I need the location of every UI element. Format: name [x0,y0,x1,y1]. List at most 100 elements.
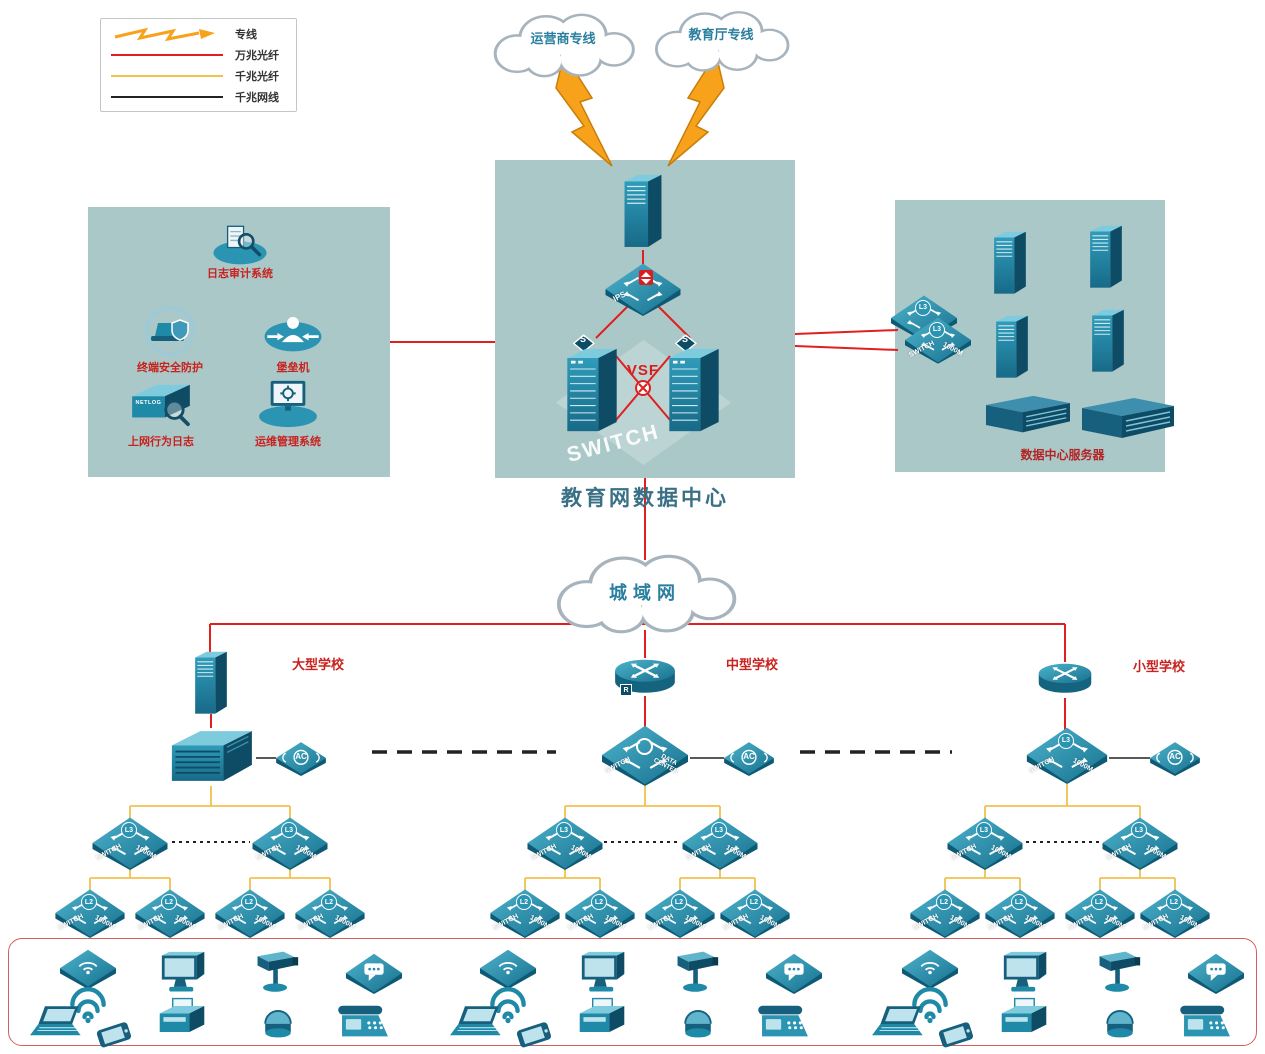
switch-tier-badge: L3 [929,321,945,338]
legend-label: 万兆光纤 [235,49,279,62]
ac-label: AC [1169,752,1181,761]
datacenter-switch-upper: L3 [891,294,957,342]
laptop-icon [450,1004,510,1044]
log-audit-icon [204,221,276,267]
ips-arrows-icon [639,270,653,285]
switch-tier-badge: L2 [321,894,337,910]
telephone-icon [1178,1000,1236,1044]
bastion-host-icon [260,309,326,357]
switch-tier-badge: L2 [241,894,257,910]
laptop-icon [30,1004,90,1044]
printer-icon [998,996,1050,1042]
ac-label: AC [743,752,755,761]
desktop-icon [578,950,630,998]
printer-icon [576,996,628,1042]
switch-tier-badge: L3 [121,822,137,839]
server-zone-label: 数据中心服务器 [1020,448,1105,462]
fiber-1g-line-icon [111,74,223,77]
ac-controller-medium: AC [724,740,774,776]
switch-tier-badge: L2 [591,894,607,910]
switch-tier-badge: L2 [81,894,97,910]
chat-icon [346,952,402,994]
server-tower [990,310,1034,382]
terminal-security-icon [138,305,202,359]
datacenter-title: 教育网数据中心 [561,485,729,510]
device-series-badge: S [579,334,586,344]
security-item-label: 堡垒机 [276,362,310,374]
security-item-label: 上网行为日志 [128,436,194,448]
legend-label: 千兆网线 [235,91,279,104]
smartphone-icon [934,1018,980,1052]
server-tower [1084,220,1128,292]
firewall-device [617,168,669,252]
smartphone-icon [92,1018,138,1052]
desktop-icon [1000,950,1052,998]
switch-tier-badge: L3 [281,822,297,839]
cloud-label: 运营商专线 [530,32,596,47]
ops-management-icon [253,377,323,429]
ac-controller-large: AC [276,740,326,776]
dome-camera-icon [1098,1000,1142,1042]
man-cloud: 城域网 [537,543,753,639]
switch-ring-icon [636,737,653,755]
switch-tier-badge: L2 [161,894,177,910]
legend-label: 千兆光纤 [235,70,279,83]
vsf-core-switch-left: S [560,330,624,440]
telephone-icon [756,1000,814,1044]
legend: 专线 万兆光纤 千兆光纤 千兆网线 [100,18,297,112]
chat-icon [766,952,822,994]
dome-camera-icon [676,1000,720,1042]
switch-tier-badge: L2 [671,894,687,910]
switch-tier-badge: L3 [1131,822,1147,839]
server-tower [1086,304,1130,376]
core-switch-medium: SWITCH DATA CENTER [600,724,690,786]
ac-controller-small: AC [1150,740,1200,776]
telephone-icon [336,1000,394,1044]
switch-tier-badge: L3 [1058,732,1074,749]
switch-tier-badge: L3 [976,822,992,839]
legend-item-1g-copper: 千兆网线 [111,86,286,107]
core-device-large [166,724,256,788]
switch-tier-badge: L2 [1166,894,1182,910]
desktop-icon [158,950,210,998]
switch-tier-badge: L2 [1011,894,1027,910]
vsf-label: VSF [626,362,660,379]
dedicated-line-icon [114,27,215,41]
cloud-label: 教育厅专线 [688,28,754,43]
ptz-camera-icon [672,946,720,996]
switch-tier-badge: L3 [711,822,727,839]
legend-item-1g-fiber: 千兆光纤 [111,65,286,86]
datacenter-switch-lower: L3 SWITCH 1000M [905,316,971,364]
ac-label: AC [295,752,307,761]
school-router-small [1036,658,1094,700]
legend-item-10g: 万兆光纤 [111,44,286,65]
switch-tier-badge: L3 [915,299,931,316]
legend-label: 专线 [235,28,257,41]
smartphone-icon [512,1018,558,1052]
rack-server [1076,396,1180,442]
copper-1g-line-icon [111,95,223,98]
ptz-camera-icon [252,946,300,996]
terminal-group [872,942,1264,1046]
carrier-cloud: 运营商专线 [478,4,648,82]
fiber-10g-line-icon [111,53,223,56]
terminal-group [30,942,422,1046]
school-label-small: 小型学校 [1133,659,1186,674]
rack-server [982,394,1074,436]
dedicated-line-bolts [555,52,725,167]
switch-tier-badge: L2 [516,894,532,910]
core-switch-small: L3 SWITCH 1000M [1025,726,1109,784]
